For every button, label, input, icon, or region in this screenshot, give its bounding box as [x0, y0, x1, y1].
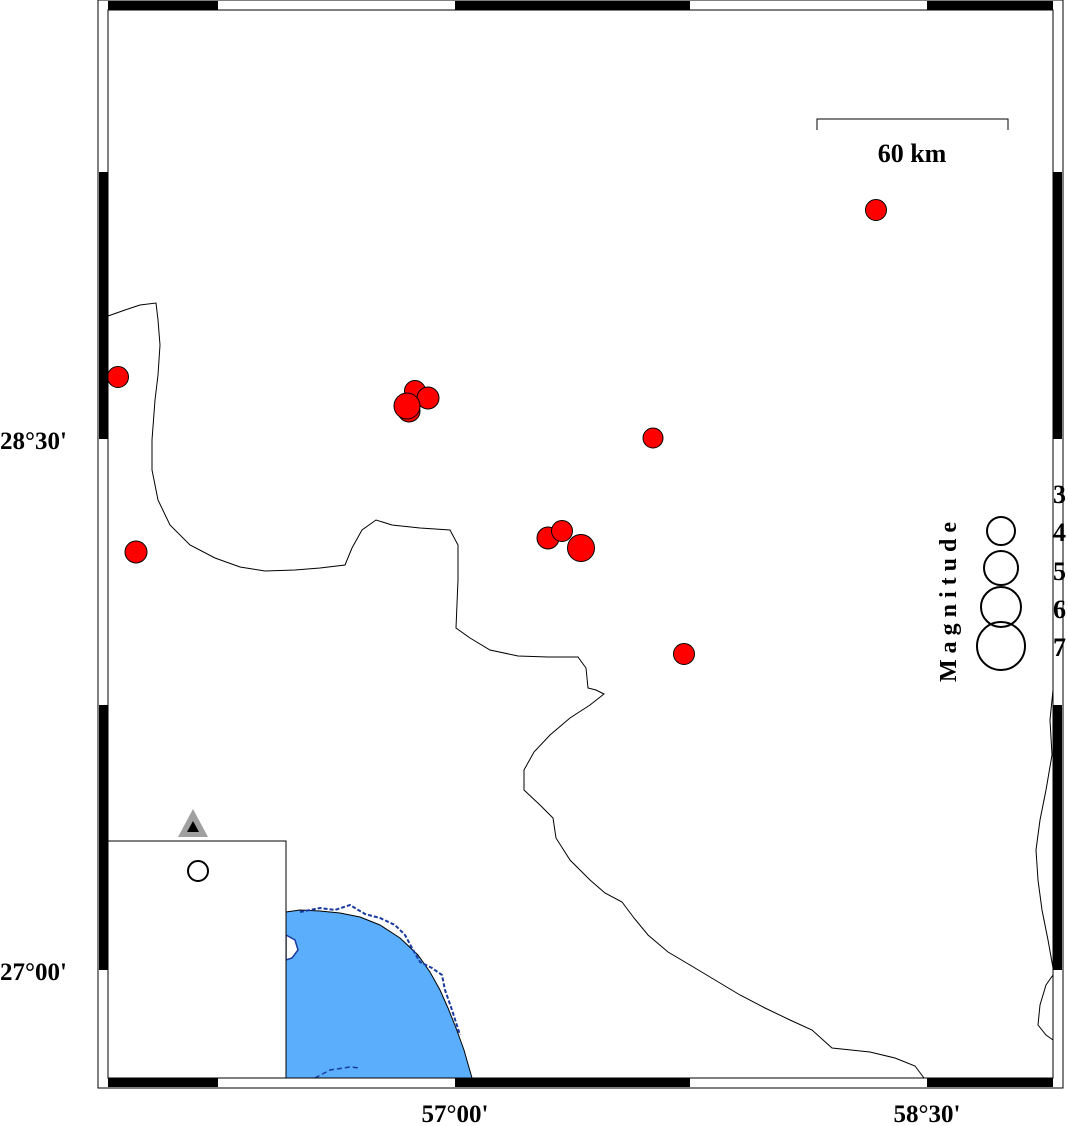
legend-circle-6	[980, 586, 1022, 628]
frame-left-black-2	[99, 172, 108, 439]
station-marker	[178, 809, 208, 837]
earthquake-event-marker	[673, 643, 695, 665]
sea-dashed-boundary	[314, 1066, 361, 1079]
scale-bar: 60 km	[816, 118, 1009, 168]
frame-top-black-2	[455, 1, 690, 10]
legend-value-5: 5	[1053, 557, 1066, 586]
legend-title: Magnitude	[936, 516, 962, 682]
frame-right-black-2	[1053, 172, 1062, 439]
frame-right-black-3	[1053, 705, 1062, 970]
province-boundary-west	[107, 302, 925, 1079]
frame-bottom-black-1	[108, 1078, 218, 1087]
earthquake-event-marker	[124, 540, 148, 564]
earthquake-event-marker	[865, 199, 887, 221]
lon-label-58-30: 58°30'	[894, 1101, 961, 1126]
legend-circle-5	[983, 550, 1019, 586]
lat-label-28-30: 28°30'	[0, 428, 67, 455]
frame-outer	[97, 0, 1064, 1089]
frame-bottom-black-2	[455, 1078, 690, 1087]
frame-left-black-3	[99, 705, 108, 970]
map-frame	[97, 0, 1064, 1089]
earthquake-event-marker	[393, 392, 421, 420]
map-area: 60 km Magnitude 3 4 5 6 7	[107, 9, 1066, 1079]
station-triangle-inner-icon	[187, 821, 199, 832]
coastline-detail	[299, 903, 461, 1036]
inset-circle-icon	[187, 860, 209, 882]
lat-label-27-00: 27°00'	[0, 959, 67, 986]
scale-bar-label: 60 km	[878, 139, 947, 168]
frame-top-black-3	[927, 1, 1053, 10]
legend-circle-7	[976, 621, 1026, 671]
frame-bottom-black-3	[927, 1078, 1053, 1087]
province-boundary-east	[1035, 689, 1054, 969]
inset-box	[107, 840, 287, 1079]
earthquake-event-marker	[551, 520, 573, 542]
province-boundary-southeast	[1037, 974, 1054, 1041]
legend-circle-4	[986, 516, 1016, 546]
legend-value-4: 4	[1053, 518, 1066, 547]
earthquake-event-marker	[107, 366, 129, 388]
lon-label-57-00: 57°00'	[422, 1101, 489, 1126]
earthquake-event-marker	[642, 427, 664, 449]
earthquake-events	[107, 199, 887, 665]
frame-top-black-1	[108, 1, 218, 10]
legend-value-7: 7	[1053, 633, 1066, 662]
legend-value-3: 3	[1053, 480, 1066, 509]
earthquake-event-marker	[567, 534, 595, 562]
legend-value-6: 6	[1053, 595, 1066, 624]
scale-bar-line	[816, 118, 1009, 130]
